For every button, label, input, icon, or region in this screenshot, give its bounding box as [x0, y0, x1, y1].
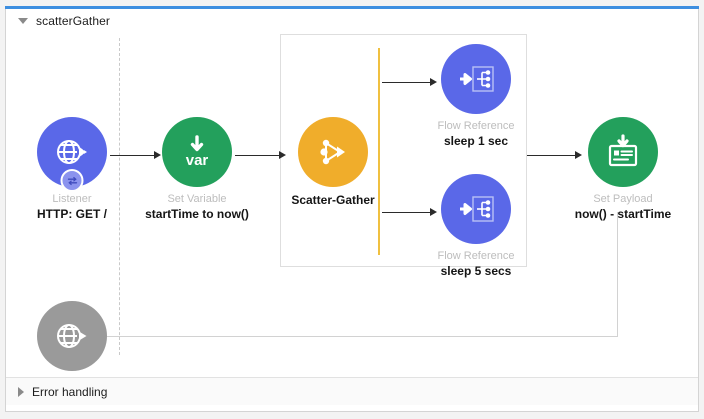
node-subtitle: now() - startTime	[574, 207, 672, 221]
node-subtitle: startTime to now()	[145, 207, 249, 221]
connector-setvariable-to-scattergather	[235, 155, 279, 156]
return-path-horizontal	[104, 336, 618, 337]
node-flow-reference-2[interactable]: Flow Reference sleep 5 secs	[416, 174, 536, 279]
svg-text:var: var	[186, 152, 209, 169]
flow-reference-icon-circle[interactable]	[441, 44, 511, 114]
flow-reference-icon	[460, 196, 494, 222]
http-globe-icon	[52, 132, 92, 172]
node-scatter-gather[interactable]: Scatter-Gather	[273, 117, 393, 208]
scatter-gather-icon	[320, 139, 345, 165]
node-subtitle: HTTP: GET /	[37, 207, 107, 221]
connector-route2	[382, 212, 430, 213]
node-subtitle: Scatter-Gather	[291, 193, 375, 207]
set-variable-icon-circle[interactable]: var	[162, 117, 232, 187]
node-caption: Set Payload	[593, 193, 653, 205]
scatter-gather-route-bar	[378, 48, 380, 255]
var-down-arrow-icon: var	[175, 130, 219, 174]
listener-icon-circle[interactable]	[37, 117, 107, 192]
node-set-variable[interactable]: var Set Variable startTime to now()	[137, 117, 257, 222]
connector-scattergather-to-setpayload	[527, 155, 575, 156]
arrowhead	[575, 151, 582, 159]
node-flow-reference-1[interactable]: Flow Reference sleep 1 sec	[416, 44, 536, 149]
scatter-gather-icon-circle[interactable]	[298, 117, 368, 187]
node-subtitle: sleep 5 secs	[440, 264, 512, 278]
page-title: scatterGather	[36, 14, 110, 28]
arrowhead	[279, 151, 286, 159]
connector-listener-to-setvariable	[110, 155, 154, 156]
flow-canvas: Listener HTTP: GET / var Set Variable st…	[6, 32, 698, 377]
node-listener-response[interactable]	[12, 301, 132, 377]
node-subtitle: sleep 1 sec	[443, 134, 509, 148]
node-caption: Flow Reference	[437, 250, 515, 262]
flow-reference-icon	[460, 66, 494, 92]
node-caption: Set Variable	[167, 193, 227, 205]
triangle-right-icon[interactable]	[18, 386, 24, 397]
node-caption: Flow Reference	[437, 120, 515, 132]
set-payload-icon	[608, 134, 638, 167]
source-divider	[119, 38, 120, 355]
sync-arrows-icon	[60, 169, 84, 192]
selection-indicator-bar	[5, 6, 699, 9]
connector-route1	[382, 82, 430, 83]
http-globe-icon	[52, 316, 92, 356]
flow-header[interactable]: scatterGather	[6, 10, 698, 32]
return-path-vertical	[617, 212, 618, 336]
flow-reference-icon-circle[interactable]	[441, 174, 511, 244]
node-set-payload[interactable]: Set Payload now() - startTime	[563, 117, 683, 222]
arrowhead	[154, 151, 161, 159]
arrowhead	[430, 78, 437, 86]
triangle-down-icon[interactable]	[18, 18, 28, 24]
node-listener[interactable]: Listener HTTP: GET /	[12, 117, 132, 222]
error-handling-title: Error handling	[32, 384, 108, 399]
set-payload-icon-circle[interactable]	[588, 117, 658, 187]
node-caption: Listener	[52, 193, 92, 205]
error-handling-section[interactable]: Error handling	[6, 377, 698, 405]
arrowhead	[430, 208, 437, 216]
listener-response-icon-circle[interactable]	[37, 301, 107, 371]
